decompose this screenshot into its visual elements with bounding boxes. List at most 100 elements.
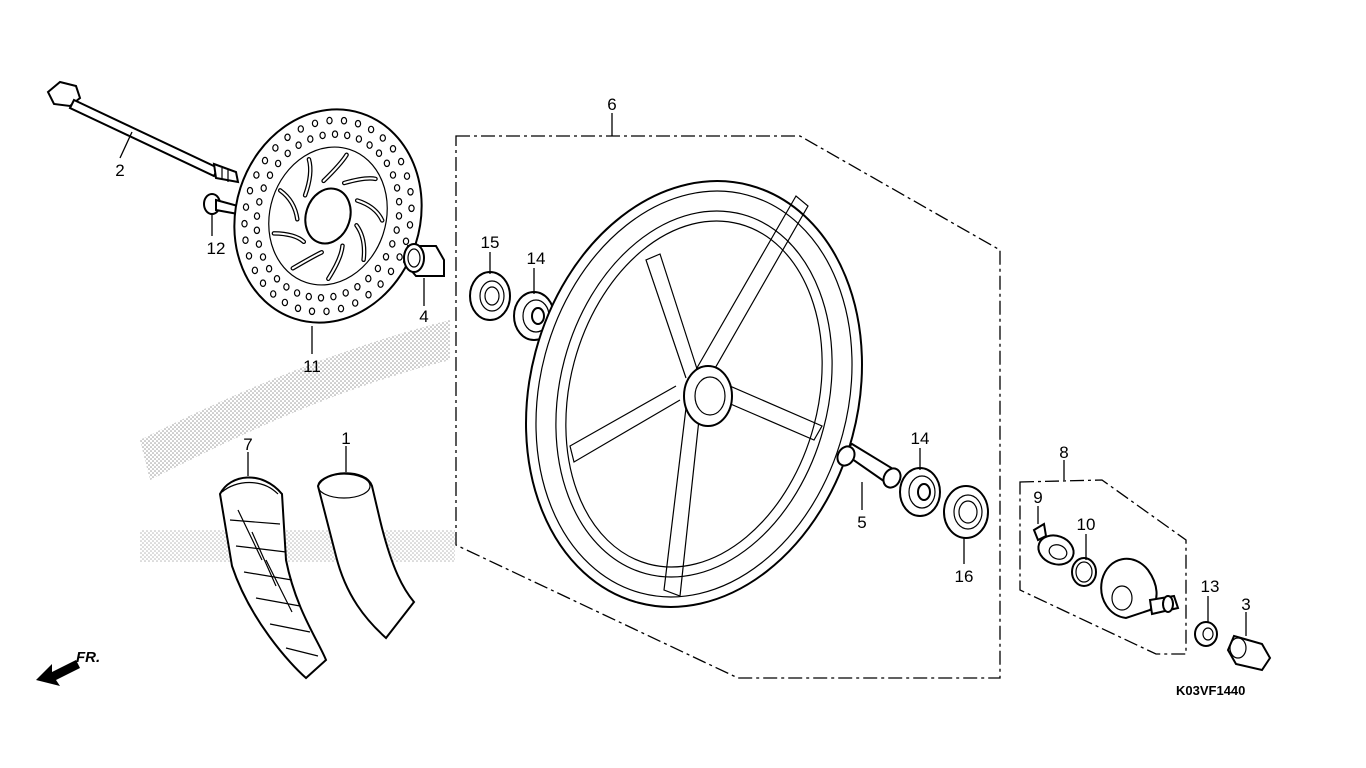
- callout-16: 16: [955, 567, 974, 586]
- disc-hole: [253, 226, 261, 235]
- callout-7: 7: [243, 435, 252, 454]
- disc-hole: [379, 134, 386, 142]
- disc-hole: [284, 133, 291, 142]
- disc-hole: [355, 135, 363, 143]
- disc-hole: [295, 141, 302, 150]
- disc-slot: [343, 177, 377, 184]
- disc-hole: [389, 240, 396, 248]
- disc-hole: [395, 197, 403, 206]
- disc-hole: [266, 171, 274, 180]
- disc-hole: [330, 292, 337, 301]
- disc-hole: [375, 149, 383, 158]
- disc-hole: [242, 236, 249, 245]
- disc-hole: [308, 307, 316, 316]
- disc-hole: [317, 293, 325, 302]
- front-direction-arrow: FR.: [36, 649, 100, 686]
- callout-4: 4: [419, 307, 428, 326]
- disc-hole: [293, 289, 301, 297]
- disc-hole: [255, 240, 263, 248]
- disc-hole: [382, 252, 390, 261]
- disc-hole: [366, 141, 373, 149]
- disc-hole: [331, 130, 339, 139]
- disc-hole: [281, 298, 289, 307]
- callout-2: 2: [115, 161, 124, 180]
- disc-hole: [274, 159, 282, 168]
- disc-hole: [311, 119, 319, 128]
- disc-hole: [283, 283, 290, 291]
- drawing-code: K03VF1440: [1176, 683, 1245, 698]
- brake-disc: [233, 108, 423, 324]
- gearbox-group-outline: [1019, 479, 1187, 655]
- disc-hole: [367, 125, 375, 134]
- disc-hole: [393, 184, 401, 192]
- disc-hole: [393, 226, 400, 234]
- tire: [218, 476, 328, 680]
- callout-3: 3: [1241, 595, 1250, 614]
- disc-hole: [259, 253, 267, 261]
- axle-nut: [1194, 621, 1218, 647]
- disc-hole: [397, 157, 405, 166]
- disc-hole: [352, 299, 359, 307]
- callout-12: 12: [207, 239, 226, 258]
- disc-hole: [297, 125, 304, 133]
- axle: [46, 80, 240, 184]
- disc-hole: [273, 274, 281, 283]
- callout-8: 8: [1059, 443, 1068, 462]
- o-ring: [1071, 557, 1097, 587]
- disc-hole: [241, 219, 248, 228]
- dust-seal-left: [469, 271, 511, 321]
- disc-hole: [260, 184, 267, 192]
- cap-nut: [1226, 634, 1272, 672]
- disc-hole: [253, 171, 260, 179]
- disc-slot: [356, 199, 384, 222]
- disc-hole: [389, 171, 397, 179]
- direction-label: FR.: [76, 649, 100, 666]
- disc-hole: [374, 264, 382, 273]
- disc-hole: [284, 149, 291, 158]
- disc-hole: [403, 172, 411, 180]
- disc-hole: [259, 279, 267, 288]
- disc-hole: [408, 204, 415, 213]
- disc-hole: [323, 307, 330, 316]
- callout-14-left: 14: [527, 249, 546, 268]
- callout-9: 9: [1033, 488, 1042, 507]
- disc-hole: [246, 186, 254, 195]
- disc-slot: [327, 244, 344, 280]
- disc-hole: [389, 145, 397, 153]
- callout-6: 6: [607, 95, 616, 114]
- disc-hole: [354, 282, 361, 291]
- watermark: [140, 320, 455, 562]
- disc-hole: [344, 131, 351, 140]
- dust-seal-right: [943, 485, 989, 539]
- disc-hole: [242, 203, 250, 211]
- disc-hole: [383, 159, 391, 168]
- disc-slot: [272, 232, 305, 243]
- disc-hole: [365, 290, 372, 299]
- disc-hole: [407, 188, 414, 196]
- disc-slot: [304, 158, 312, 197]
- bearing-right: [899, 467, 941, 517]
- disc-hole: [402, 237, 410, 246]
- disc-slot: [279, 189, 299, 221]
- callout-1: 1: [341, 429, 350, 448]
- disc-slot: [291, 251, 323, 270]
- callout-10: 10: [1077, 515, 1096, 534]
- disc-hole: [337, 304, 345, 313]
- distance-collar: [836, 442, 902, 489]
- side-collar: [402, 243, 445, 277]
- disc-hole: [261, 156, 269, 165]
- tube: [316, 472, 416, 640]
- disc-hole: [319, 131, 326, 140]
- disc-hole: [354, 119, 362, 128]
- disc-hole: [270, 290, 277, 298]
- disc-hole: [307, 135, 314, 143]
- disc-hole: [245, 252, 253, 260]
- disc-hole: [365, 274, 372, 283]
- disc-hole: [253, 212, 261, 220]
- disc-hole: [251, 266, 259, 275]
- disc-hole: [256, 198, 263, 206]
- disc-slot: [355, 224, 366, 261]
- disc-hole: [272, 144, 279, 152]
- wheel: [525, 180, 863, 608]
